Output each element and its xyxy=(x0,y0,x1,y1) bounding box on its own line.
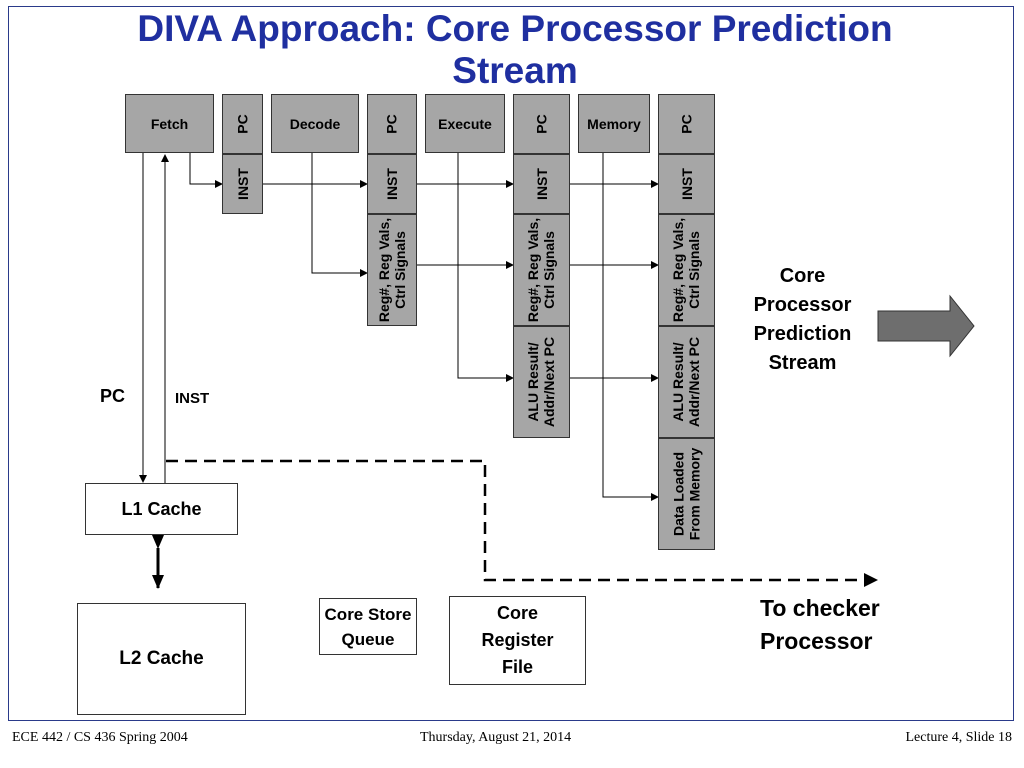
fetch-to-inst-arrow xyxy=(189,153,223,188)
title-line-2: Stream xyxy=(452,50,578,91)
execute-stage: Execute xyxy=(425,94,505,153)
inst-register-4: INST xyxy=(658,154,715,214)
data-loaded-register-4: Data Loaded From Memory xyxy=(658,438,715,550)
footer-course: ECE 442 / CS 436 Spring 2004 xyxy=(12,730,188,745)
slide-frame xyxy=(8,6,1014,721)
execute-to-alu-arrow xyxy=(457,153,514,382)
core-register-file-box: Core Register File xyxy=(449,596,586,685)
memory-to-data-arrow xyxy=(602,153,659,501)
decode-stage: Decode xyxy=(271,94,359,153)
inst-register-3: INST xyxy=(513,154,570,214)
slide-title: DIVA Approach: Core Processor Prediction… xyxy=(40,8,990,92)
regvals-register-2: Reg#, Reg Vals, Ctrl Signals xyxy=(367,214,417,326)
pc-register-4: PC xyxy=(658,94,715,154)
memory-stage: Memory xyxy=(578,94,650,153)
pc-register-3: PC xyxy=(513,94,570,154)
alu-register-3: ALU Result/ Addr/Next PC xyxy=(513,326,570,438)
core-store-queue-box: Core Store Queue xyxy=(319,598,417,655)
title-line-1: DIVA Approach: Core Processor Prediction xyxy=(137,8,893,49)
decode-to-regvals-arrow xyxy=(311,153,368,277)
to-checker-label: To checker Processor xyxy=(760,595,880,654)
inst-label: INST xyxy=(175,390,210,407)
regvals-register-3: Reg#, Reg Vals, Ctrl Signals xyxy=(513,214,570,326)
pc-register-2: PC xyxy=(367,94,417,154)
inst-register-1: INST xyxy=(222,154,263,214)
footer-date: Thursday, August 21, 2014 xyxy=(420,730,572,745)
alu-register-4: ALU Result/ Addr/Next PC xyxy=(658,326,715,438)
to-checker-arrowhead xyxy=(864,573,878,587)
fetch-stage: Fetch xyxy=(125,94,214,153)
l1-cache-box: L1 Cache xyxy=(85,483,238,535)
to-checker-dashed-arrow xyxy=(166,459,866,582)
pc-register-1: PC xyxy=(222,94,263,154)
prediction-stream-block-arrow xyxy=(877,294,975,358)
regvals-register-4: Reg#, Reg Vals, Ctrl Signals xyxy=(658,214,715,326)
pc-label: PC xyxy=(100,386,126,406)
l2-cache-box: L2 Cache xyxy=(77,603,246,715)
inst-register-2: INST xyxy=(367,154,417,214)
footer-slide-number: Lecture 4, Slide 18 xyxy=(905,730,1012,745)
core-prediction-stream-label: Core Processor Prediction Stream xyxy=(753,265,852,374)
